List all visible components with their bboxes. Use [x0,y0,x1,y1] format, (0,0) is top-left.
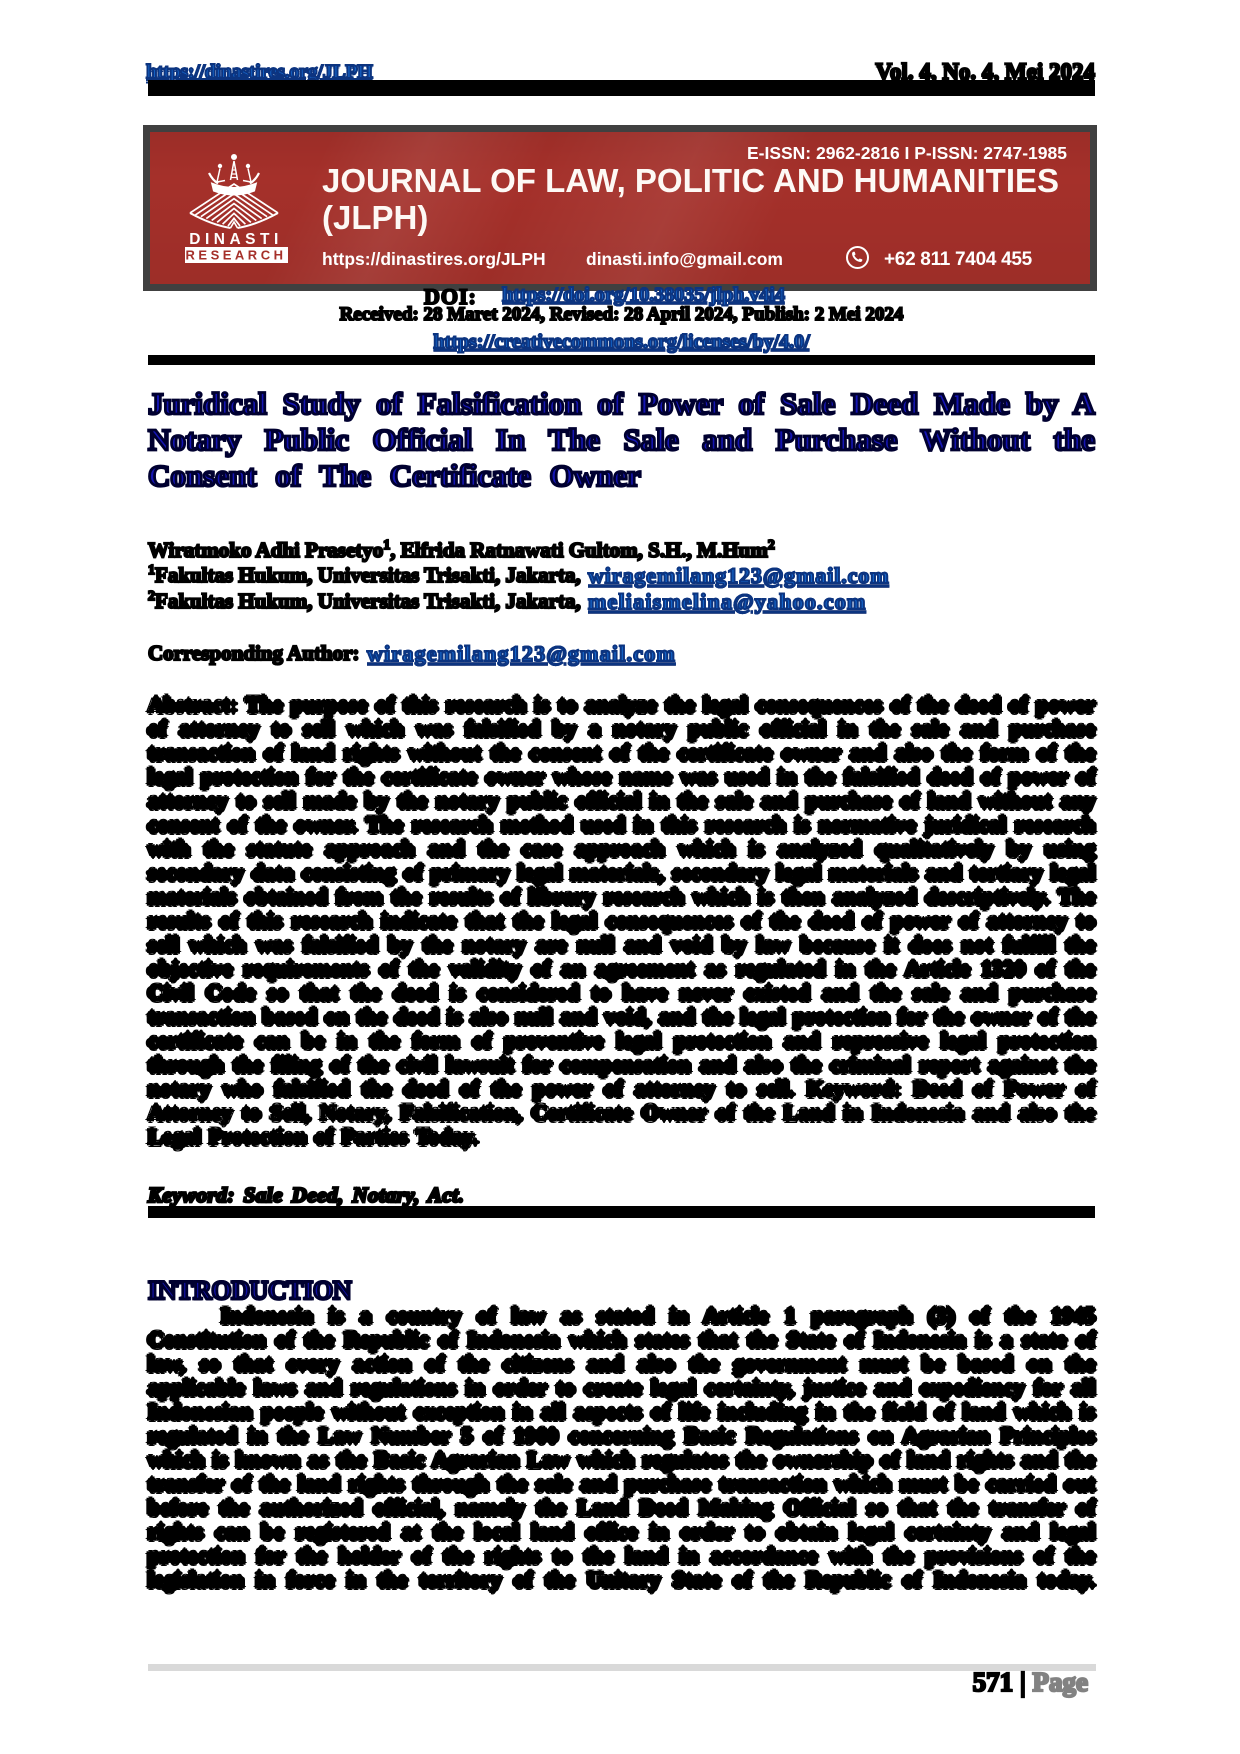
svg-text:DINASTI: DINASTI [189,231,283,248]
svg-text:RESEARCH: RESEARCH [186,248,287,263]
